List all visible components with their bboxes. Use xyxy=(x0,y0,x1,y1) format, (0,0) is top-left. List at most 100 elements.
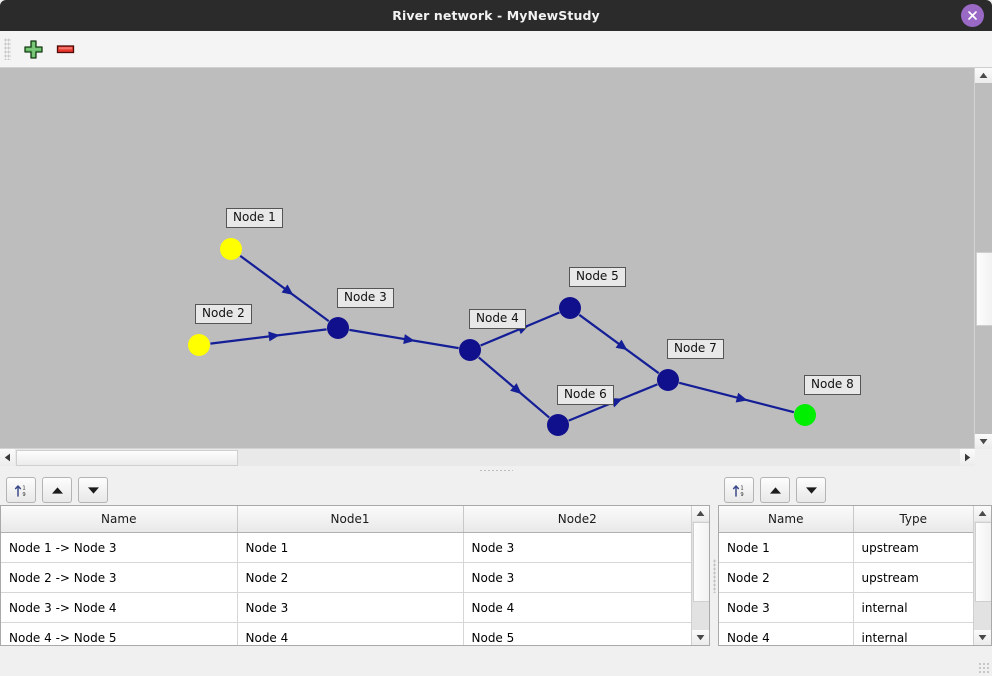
reaches-cell[interactable]: Node 3 xyxy=(237,592,464,623)
nodes-sort-button[interactable]: 1 9 xyxy=(724,477,754,503)
graph-node-node5[interactable] xyxy=(559,297,581,319)
reaches-cell[interactable]: Node 4 xyxy=(237,622,464,645)
reaches-cell[interactable]: Node 5 xyxy=(463,622,692,645)
triangle-down-icon xyxy=(978,635,987,641)
graph-node-node6[interactable] xyxy=(547,414,569,436)
reaches-move-down-button[interactable] xyxy=(78,477,108,503)
graph-node-node1[interactable] xyxy=(220,238,242,260)
nodes-column-header-type[interactable]: Type xyxy=(853,506,973,533)
nodes-cell[interactable]: upstream xyxy=(853,562,973,593)
graph-hscroll-track[interactable] xyxy=(15,449,960,466)
reaches-column-header-node2[interactable]: Node2 xyxy=(463,506,692,533)
reaches-cell[interactable]: Node 3 xyxy=(463,532,692,563)
nodes-scroll-up-button[interactable] xyxy=(974,506,991,521)
toolbar-drag-handle[interactable] xyxy=(4,38,11,60)
nodes-move-up-button[interactable] xyxy=(760,477,790,503)
graph-node-node2[interactable] xyxy=(188,334,210,356)
graph-scroll-left-button[interactable] xyxy=(0,449,15,466)
reaches-scroll-down-button[interactable] xyxy=(692,630,709,645)
remove-node-button[interactable] xyxy=(49,33,81,65)
graph-horizontal-scrollbar[interactable] xyxy=(0,448,975,466)
graph-scroll-down-button[interactable] xyxy=(975,434,992,449)
edge-arrowhead xyxy=(281,284,294,296)
reaches-move-up-button[interactable] xyxy=(42,477,72,503)
horizontal-pane-splitter[interactable] xyxy=(710,475,718,676)
nodes-cell[interactable]: upstream xyxy=(853,532,973,563)
graph-node-label-node8[interactable]: Node 8 xyxy=(804,375,861,395)
nodes-cell[interactable]: internal xyxy=(853,622,973,645)
red-minus-remove-icon xyxy=(56,45,74,54)
edge-Node3-to-Node4[interactable] xyxy=(349,328,459,350)
nodes-cell[interactable]: Node 4 xyxy=(719,622,854,645)
vertical-splitter[interactable] xyxy=(0,466,992,475)
add-node-button[interactable] xyxy=(17,33,49,65)
triangle-left-icon xyxy=(4,453,10,462)
nodes-scroll-down-button[interactable] xyxy=(974,630,991,645)
reaches-cell[interactable]: Node 4 -> Node 5 xyxy=(1,622,238,645)
triangle-up-icon xyxy=(979,72,988,78)
nodes-cell[interactable]: Node 2 xyxy=(719,562,854,593)
edge-arrowhead xyxy=(615,339,628,351)
graph-scroll-right-button[interactable] xyxy=(960,449,975,466)
edge-arrowhead xyxy=(735,392,748,403)
graph-node-label-node3[interactable]: Node 3 xyxy=(337,288,394,308)
graph-node-node8[interactable] xyxy=(794,404,816,426)
main-toolbar xyxy=(0,31,992,68)
nodes-column-header-name[interactable]: Name xyxy=(719,506,854,533)
reaches-vscroll-thumb[interactable] xyxy=(693,522,709,602)
reaches-cell[interactable]: Node 1 xyxy=(237,532,464,563)
triangle-up-icon xyxy=(696,510,705,516)
reaches-cell[interactable]: Node 1 -> Node 3 xyxy=(1,532,238,563)
network-diagram[interactable] xyxy=(0,68,992,466)
river-network-canvas[interactable]: Node 1 Node 2 Node 3 Node 4 Node 5 Node 6 Node… xyxy=(0,68,992,466)
nodes-cell[interactable]: Node 1 xyxy=(719,532,854,563)
reaches-cell[interactable]: Node 3 -> Node 4 xyxy=(1,592,238,623)
svg-text:1: 1 xyxy=(740,485,743,491)
close-window-button[interactable] xyxy=(961,4,984,27)
graph-node-label-node7[interactable]: Node 7 xyxy=(667,339,724,359)
graph-scroll-up-button[interactable] xyxy=(975,68,992,83)
graph-node-label-node5[interactable]: Node 5 xyxy=(569,267,626,287)
graph-vscroll-thumb[interactable] xyxy=(976,252,992,326)
nodes-toolbar: 1 9 xyxy=(718,475,992,505)
nodes-vertical-scrollbar[interactable] xyxy=(973,506,991,645)
nodes-vscroll-thumb[interactable] xyxy=(975,522,991,602)
graph-node-label-node6[interactable]: Node 6 xyxy=(557,385,614,405)
reaches-cell[interactable]: Node 3 xyxy=(463,562,692,593)
edge-Node1-to-Node3[interactable] xyxy=(239,254,330,323)
nodes-cell[interactable]: internal xyxy=(853,592,973,623)
reaches-scroll-up-button[interactable] xyxy=(692,506,709,521)
graph-node-node7[interactable] xyxy=(657,369,679,391)
graph-node-label-node1[interactable]: Node 1 xyxy=(226,208,283,228)
window-resize-grip[interactable] xyxy=(978,662,990,674)
reaches-column-header-name[interactable]: Name xyxy=(1,506,238,533)
nodes-move-down-button[interactable] xyxy=(796,477,826,503)
graph-vertical-scrollbar[interactable] xyxy=(974,68,992,449)
graph-hscroll-thumb[interactable] xyxy=(16,450,238,466)
reaches-sort-button[interactable]: 1 9 xyxy=(6,477,36,503)
graph-node-label-node2[interactable]: Node 2 xyxy=(195,304,252,324)
reaches-vertical-scrollbar[interactable] xyxy=(691,506,709,645)
reaches-cell[interactable]: Node 2 xyxy=(237,562,464,593)
reaches-column-header-node1[interactable]: Node1 xyxy=(237,506,464,533)
graph-node-node3[interactable] xyxy=(327,317,349,339)
edge-Node7-to-Node8[interactable] xyxy=(678,381,795,414)
graph-node-node4[interactable] xyxy=(459,339,481,361)
reaches-cell[interactable]: Node 4 xyxy=(463,592,692,623)
edge-Node2-to-Node3[interactable] xyxy=(210,328,327,345)
reaches-cell[interactable]: Node 2 -> Node 3 xyxy=(1,562,238,593)
edge-arrowhead xyxy=(268,331,280,342)
nodes-cell[interactable]: Node 3 xyxy=(719,592,854,623)
graph-node-label-node4[interactable]: Node 4 xyxy=(469,309,526,329)
